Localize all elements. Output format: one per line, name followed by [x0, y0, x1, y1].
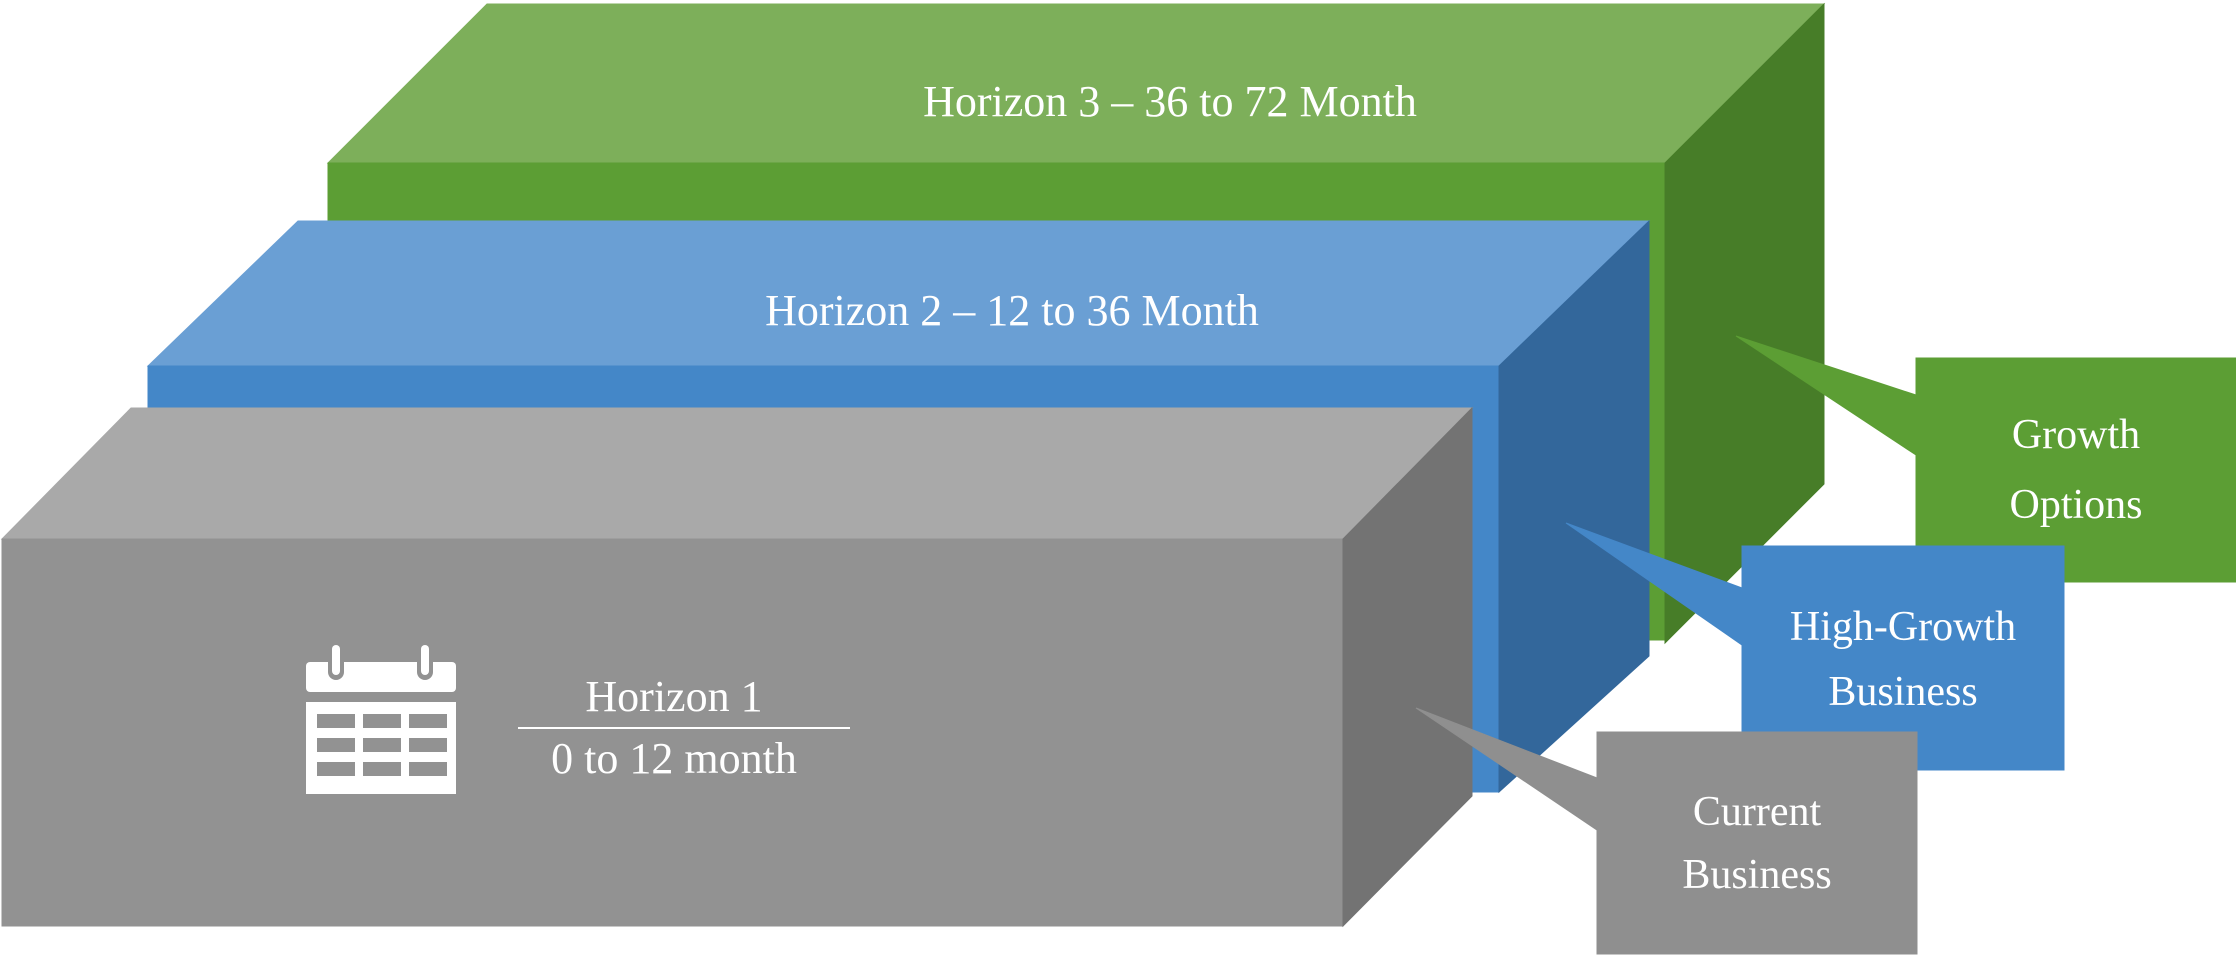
current-business-label-line2: Business — [1682, 852, 1831, 898]
horizon-1-title: Horizon 1 — [585, 672, 762, 721]
horizon-3-title: Horizon 3 – 36 to 72 Month — [923, 77, 1417, 126]
high-growth-label-line2: Business — [1828, 669, 1977, 715]
horizon-1-subtitle: 0 to 12 month — [551, 734, 797, 783]
growth-options-box — [1915, 357, 2236, 583]
horizon-2-title: Horizon 2 – 12 to 36 Month — [765, 286, 1259, 335]
current-business-label-line1: Current — [1693, 789, 1822, 835]
current-business-box — [1596, 731, 1918, 955]
calendar-icon — [306, 645, 456, 794]
high-growth-label-line1: High-Growth — [1790, 604, 2016, 650]
growth-options-label-line2: Options — [2009, 482, 2142, 528]
horizon-1-side-face — [1342, 406, 1473, 928]
horizon-3-side-face — [1664, 2, 1825, 645]
current-business-callout: Current Business — [1415, 707, 1918, 955]
growth-options-label-line1: Growth — [2012, 412, 2140, 458]
horizon-1-front-face — [1, 538, 1344, 927]
horizon-2-side-face — [1498, 219, 1650, 794]
horizon-1-block: Horizon 1 0 to 12 month — [0, 406, 1474, 928]
horizon-1-top-face — [0, 407, 1474, 540]
growth-options-callout: Growth Options — [1735, 335, 2236, 583]
